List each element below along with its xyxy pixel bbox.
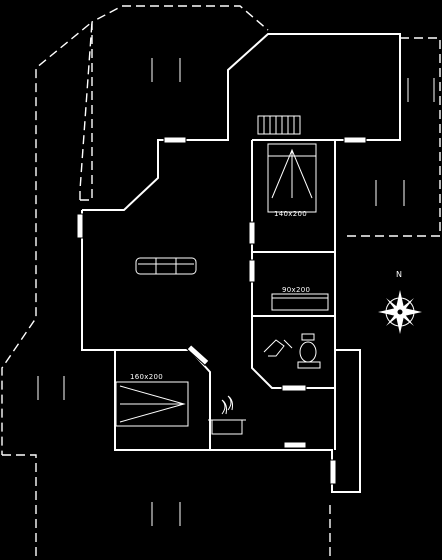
bed-size-label-top: 140x200 xyxy=(274,210,307,218)
door-entrance xyxy=(329,459,337,485)
terrace-markers xyxy=(37,58,435,526)
double-bed-icon xyxy=(267,143,317,213)
door-hall xyxy=(283,441,307,449)
outer-wall xyxy=(81,33,401,493)
interior-walls xyxy=(115,139,336,450)
bedroom-south-east-wall xyxy=(189,349,211,450)
single-bed-icon xyxy=(271,293,329,311)
window-north-east xyxy=(343,136,367,144)
outdoor-terraces xyxy=(1,5,441,560)
door-bedroom-mid xyxy=(248,259,256,283)
ladder-icon xyxy=(257,115,301,135)
terrace-outline-far-west xyxy=(1,20,93,455)
window-north-living xyxy=(163,136,187,144)
north-label: N xyxy=(396,270,402,279)
stove-icon xyxy=(208,395,246,435)
toilet-icon xyxy=(297,333,321,369)
doors-windows xyxy=(76,136,367,485)
shower-icon xyxy=(263,339,293,357)
terrace-outline-east xyxy=(342,37,441,237)
terrace-outline-northwest xyxy=(80,5,269,201)
bathroom-wall xyxy=(251,350,335,389)
door-bedroom-south xyxy=(186,344,210,366)
door-bedroom-top xyxy=(248,221,256,245)
bed-size-label-bottom: 160x200 xyxy=(130,373,163,381)
bed-size-label-mid: 90x200 xyxy=(282,286,310,294)
double-bed-icon-south xyxy=(115,381,189,427)
compass-rose-icon xyxy=(378,290,422,334)
exterior-walls xyxy=(81,33,401,493)
sofa-icon xyxy=(135,257,197,275)
door-bathroom xyxy=(281,384,307,392)
window-west xyxy=(76,213,84,239)
terrace-outline-south xyxy=(2,454,37,560)
